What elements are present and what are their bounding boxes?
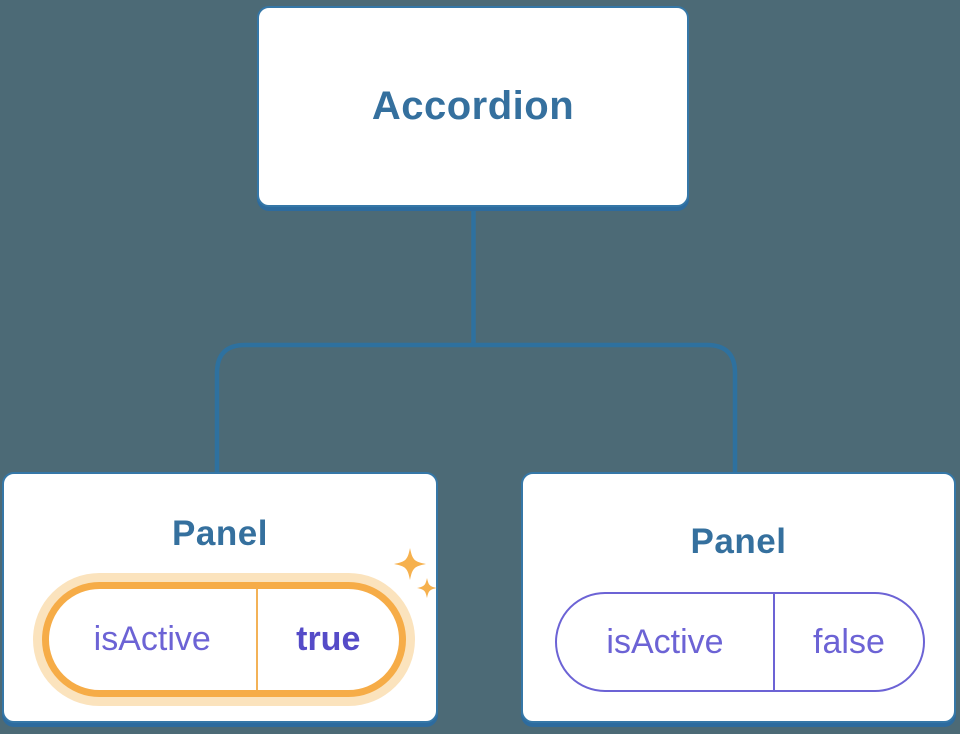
panel-node-active: Panel isActive true [2,472,438,723]
prop-name: isActive [93,620,211,658]
panel-node-inactive: Panel isActive false [521,472,956,723]
connector-branch [214,342,738,474]
accordion-node: Accordion [257,6,689,207]
prop-value: false [772,594,923,690]
prop-value: true [255,589,400,690]
panel-title: Panel [690,522,787,561]
prop-pill-active: isActive true [42,582,406,697]
accordion-node-label: Accordion [371,84,575,128]
panel-title: Panel [172,514,268,553]
prop-name: isActive [606,622,724,661]
prop-pill-inactive: isActive false [555,592,925,692]
sparkles-icon [394,548,437,598]
